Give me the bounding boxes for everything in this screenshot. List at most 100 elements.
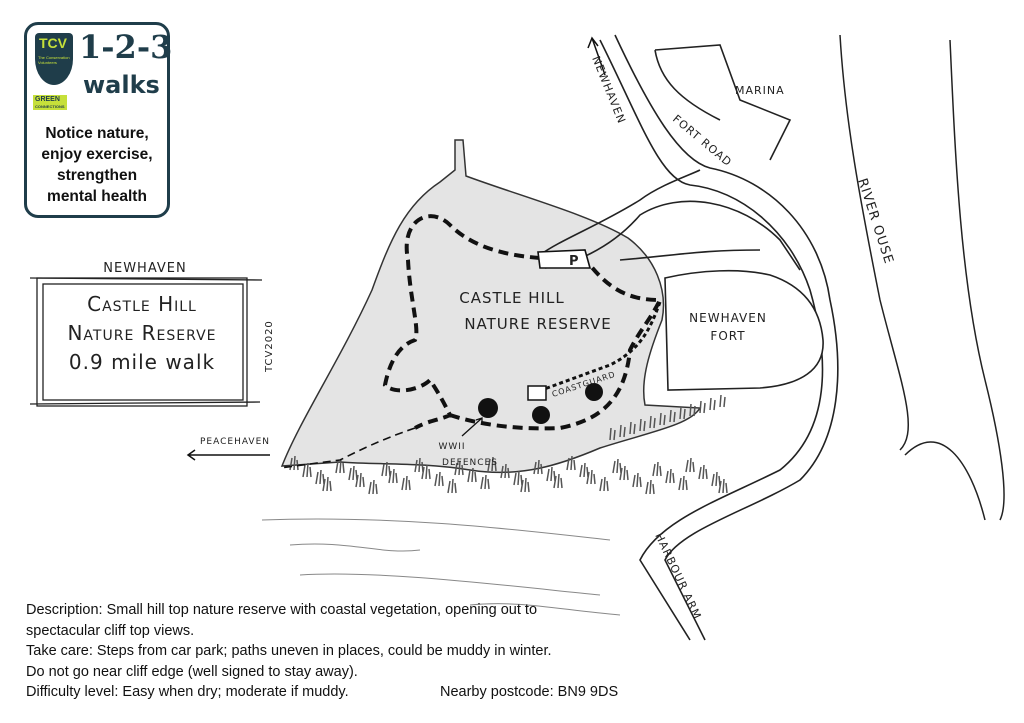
label-title-town: NEWHAVEN xyxy=(103,261,186,276)
vegetation-tick xyxy=(678,475,688,491)
vegetation-tick xyxy=(447,478,457,494)
vegetation-tick xyxy=(679,406,686,420)
car-park xyxy=(537,249,592,269)
logo-programme-sub: CONNECTIONS xyxy=(35,104,65,109)
walk-info: Description: Small hill top nature reser… xyxy=(26,600,552,703)
vegetation-tick xyxy=(718,478,728,494)
logo-word: walks xyxy=(83,71,160,99)
vegetation-tick xyxy=(335,458,345,474)
vegetation-tick xyxy=(566,455,576,471)
vegetation-tick xyxy=(698,464,708,480)
vegetation-tick xyxy=(665,468,675,484)
vegetation-tick xyxy=(699,400,706,414)
vegetation-tick xyxy=(719,394,726,408)
label-title-line3: 0.9 mile walk xyxy=(69,350,215,374)
tagline-line: strengthen xyxy=(56,167,138,184)
logo-org-full: The Conservation Volunteers xyxy=(38,55,70,65)
sea-waves xyxy=(261,518,621,616)
vegetation-tick xyxy=(645,479,655,495)
newhaven-north-arrow xyxy=(587,36,606,76)
postcode-text: Nearby postcode: BN9 9DS xyxy=(440,684,619,700)
steps-path xyxy=(527,301,662,397)
logo-programme: GREEN xyxy=(35,96,60,103)
vegetation-tick xyxy=(487,456,497,472)
river-ouse xyxy=(839,34,1005,521)
vegetation-tick xyxy=(520,477,530,493)
label-defences-line2: DEFENCES xyxy=(442,458,498,468)
label-parking: P xyxy=(569,254,580,269)
vegetation-tick xyxy=(709,397,716,411)
label-fort-line2: FORT xyxy=(710,329,745,343)
label-newhaven-north: NEWHAVEN xyxy=(589,54,628,125)
wwii-defence-marker xyxy=(532,406,550,424)
vegetation-tick xyxy=(629,421,636,435)
vegetation-tick xyxy=(513,470,523,486)
defences-arrow xyxy=(461,417,483,437)
tagline-line: enjoy exercise, xyxy=(41,146,153,163)
walk-route xyxy=(382,214,664,431)
vegetation-tick xyxy=(711,471,721,487)
label-marina: MARINA xyxy=(735,84,785,97)
vegetation-tick xyxy=(649,415,656,429)
label-peacehaven: PEACEHAVEN xyxy=(200,437,270,447)
route-spur-peacehaven xyxy=(279,427,416,469)
peacehaven-arrow xyxy=(186,449,270,461)
description-text: Description: Small hill top nature reser… xyxy=(26,602,538,639)
vegetation-tick xyxy=(500,463,510,479)
title-box-frame xyxy=(29,277,263,407)
label-title-line1: Castle Hill xyxy=(87,292,197,316)
label-fort-road: FORT ROAD xyxy=(670,112,734,169)
vegetation-tick xyxy=(586,469,596,485)
cliff-vegetation xyxy=(289,394,728,495)
tagline-line: mental health xyxy=(47,188,147,205)
vegetation-tick xyxy=(368,479,378,495)
vegetation-tick xyxy=(546,466,556,482)
wwii-defence-marker xyxy=(478,398,498,418)
label-defences-line1: WWII xyxy=(438,442,465,452)
tcv-pin-icon: TCV The Conservation Volunteers xyxy=(35,33,73,85)
logo-numbers: 1-2-3 xyxy=(79,28,173,66)
vegetation-tick xyxy=(421,464,431,480)
vegetation-tick xyxy=(315,469,325,485)
vegetation-tick xyxy=(388,468,398,484)
vegetation-tick xyxy=(454,460,464,476)
vegetation-tick xyxy=(533,459,543,475)
vegetation-tick xyxy=(609,427,616,441)
wwii-defence-marker xyxy=(585,383,603,401)
vegetation-tick xyxy=(652,461,662,477)
vegetation-tick xyxy=(632,472,642,488)
label-river: RIVER OUSE xyxy=(854,177,896,267)
label-reserve-line1: CASTLE HILL xyxy=(459,289,564,307)
vegetation-tick xyxy=(322,476,332,492)
coastguard-building xyxy=(527,385,547,401)
vegetation-tick xyxy=(302,462,312,478)
label-fort-line1: NEWHAVEN xyxy=(689,311,767,325)
newhaven-fort xyxy=(664,269,824,391)
vegetation-tick xyxy=(480,474,490,490)
logo-org: TCV xyxy=(39,35,67,51)
vegetation-tick xyxy=(619,424,626,438)
vegetation-tick xyxy=(639,418,646,432)
vegetation-tick xyxy=(401,475,411,491)
vegetation-tick xyxy=(579,462,589,478)
logo-tagline: Notice nature, enjoy exercise, strengthe… xyxy=(27,123,167,207)
vegetation-tick xyxy=(689,403,696,417)
vegetation-tick xyxy=(612,458,622,474)
vegetation-tick xyxy=(355,472,365,488)
tagline-line: Notice nature, xyxy=(45,125,149,142)
vegetation-tick xyxy=(685,457,695,473)
vegetation-tick xyxy=(467,467,477,483)
vegetation-tick xyxy=(619,465,629,481)
label-reserve-line2: NATURE RESERVE xyxy=(464,315,611,333)
label-title-line2: Nature Reserve xyxy=(67,321,216,345)
difficulty-text: Difficulty level: Easy when dry; moderat… xyxy=(26,684,349,700)
take-care-text: Take care: Steps from car park; paths un… xyxy=(26,643,552,680)
label-credit: TCV2020 xyxy=(264,320,275,373)
vegetation-tick xyxy=(434,471,444,487)
roads xyxy=(539,34,839,641)
vegetation-tick xyxy=(348,465,358,481)
vegetation-tick xyxy=(669,409,676,423)
